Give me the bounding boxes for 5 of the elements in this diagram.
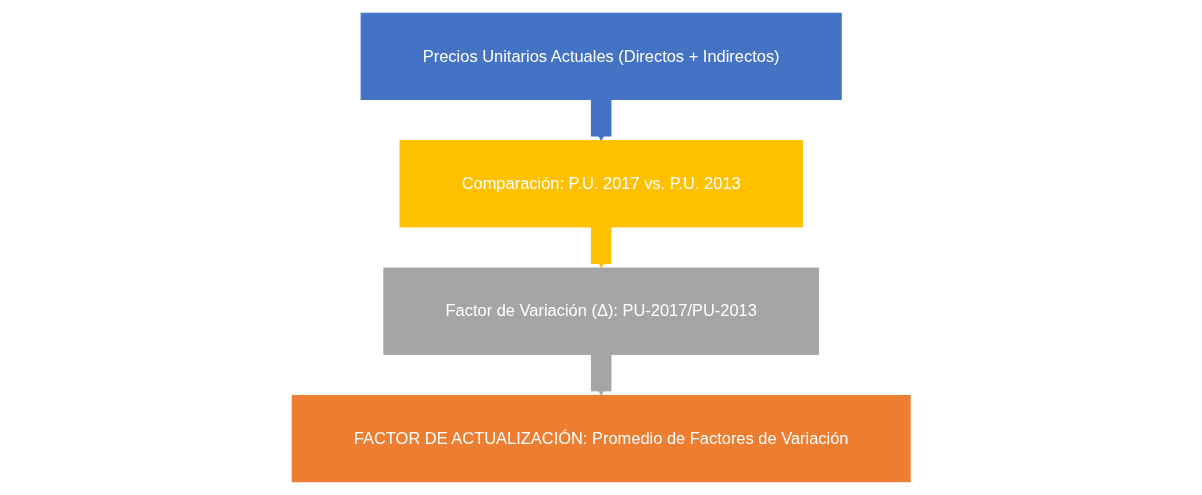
flowchart-drawing: Precios Unitarios Actuales (Directos + Indirectos) Comparación: P.U. 2017 vs. P.U. 2013 Factor de Variación (Δ): PU-2017/PU-2013 FACTOR DE ACTUALIZACIÓN: Promedio de Factores de Variación	[283, 5, 919, 490]
node-box	[291, 394, 911, 483]
node-box	[360, 12, 842, 101]
node-box	[383, 267, 819, 355]
node-box	[399, 140, 803, 228]
